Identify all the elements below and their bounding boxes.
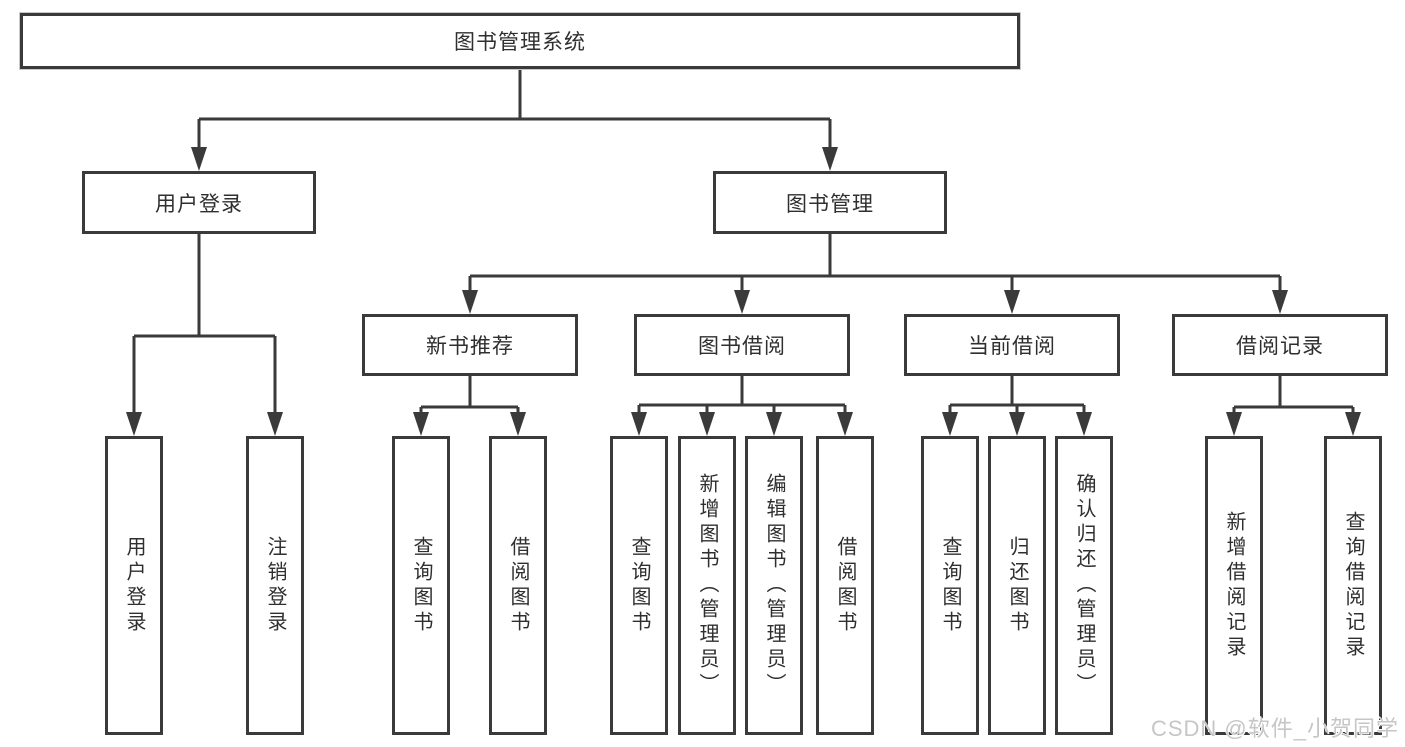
arrow-down-icon (1076, 412, 1092, 436)
arrow-down-icon (1009, 412, 1025, 436)
node-label: 查询图书 (628, 535, 650, 636)
connector-bookborrow-to-leaves (637, 376, 847, 414)
node-leaf-query-book-2: 查询图书 (610, 436, 668, 735)
node-leaf-query-book-1: 查询图书 (392, 436, 450, 735)
node-label: 当前借阅 (968, 335, 1056, 358)
node-new-book-recommend: 新书推荐 (362, 314, 578, 376)
node-leaf-borrow-book-2: 借阅图书 (816, 436, 874, 735)
node-leaf-add-borrow-record: 新增借阅记录 (1205, 436, 1263, 735)
connector-userlogin-to-leaves (132, 234, 277, 414)
arrow-down-icon (766, 412, 782, 436)
node-leaf-query-borrow-record: 查询借阅记录 (1324, 436, 1382, 735)
node-library-system: 图书管理系统 (20, 13, 1020, 69)
connector-newbook-to-leaves (419, 376, 520, 414)
node-leaf-confirm-return-admin: 确认归还（管理员） (1055, 436, 1113, 735)
node-leaf-query-book-3: 查询图书 (921, 436, 979, 735)
node-label: 查询图书 (410, 535, 432, 636)
connector-root-to-level2 (197, 69, 832, 150)
arrow-down-icon (1004, 290, 1020, 314)
connector-borrowrecord-to-leaves (1232, 376, 1355, 414)
arrow-down-icon (631, 412, 647, 436)
arrow-down-icon (1272, 290, 1288, 314)
node-leaf-add-book-admin: 新增图书（管理员） (678, 436, 736, 735)
node-label: 新增图书（管理员） (696, 473, 718, 698)
node-label: 新增借阅记录 (1223, 510, 1245, 661)
connector-bookmgmt-to-level3 (468, 234, 1282, 293)
node-label: 图书借阅 (698, 335, 786, 358)
node-borrow-record: 借阅记录 (1172, 314, 1388, 376)
node-leaf-user-login: 用户登录 (105, 436, 163, 735)
node-label: 查询借阅记录 (1342, 510, 1364, 661)
connector-currentborrow-to-leaves (948, 376, 1086, 414)
arrow-down-icon (510, 412, 526, 436)
node-leaf-logout: 注销登录 (246, 436, 304, 735)
node-label: 编辑图书（管理员） (763, 473, 785, 698)
node-label: 用户登录 (123, 535, 145, 636)
watermark: CSDN @软件_小贺同学 (1150, 716, 1399, 741)
node-label: 图书管理 (786, 192, 874, 216)
arrow-down-icon (462, 290, 478, 314)
node-label: 图书管理系统 (454, 31, 586, 54)
node-current-borrow: 当前借阅 (904, 314, 1120, 376)
arrow-down-icon (734, 290, 750, 314)
node-leaf-return-book: 归还图书 (988, 436, 1046, 735)
node-label: 借阅图书 (507, 535, 529, 636)
node-label: 新书推荐 (426, 335, 514, 358)
arrow-down-icon (191, 147, 207, 171)
arrow-down-icon (837, 412, 853, 436)
node-label: 确认归还（管理员） (1073, 473, 1095, 698)
node-label: 借阅图书 (834, 535, 856, 636)
node-leaf-borrow-book-1: 借阅图书 (489, 436, 547, 735)
arrow-down-icon (1345, 412, 1361, 436)
arrow-down-icon (267, 412, 283, 436)
arrow-down-icon (126, 412, 142, 436)
arrow-down-icon (942, 412, 958, 436)
node-label: 用户登录 (155, 192, 243, 216)
node-book-management: 图书管理 (713, 171, 947, 234)
node-user-login: 用户登录 (82, 171, 316, 234)
arrow-down-icon (822, 147, 838, 171)
node-leaf-edit-book-admin: 编辑图书（管理员） (745, 436, 803, 735)
node-label: 注销登录 (264, 535, 286, 636)
arrow-down-icon (413, 412, 429, 436)
arrow-down-icon (1226, 412, 1242, 436)
arrow-down-icon (699, 412, 715, 436)
node-book-borrow: 图书借阅 (634, 314, 850, 376)
node-label: 归还图书 (1006, 535, 1028, 636)
node-label: 借阅记录 (1236, 335, 1324, 358)
node-label: 查询图书 (939, 535, 961, 636)
